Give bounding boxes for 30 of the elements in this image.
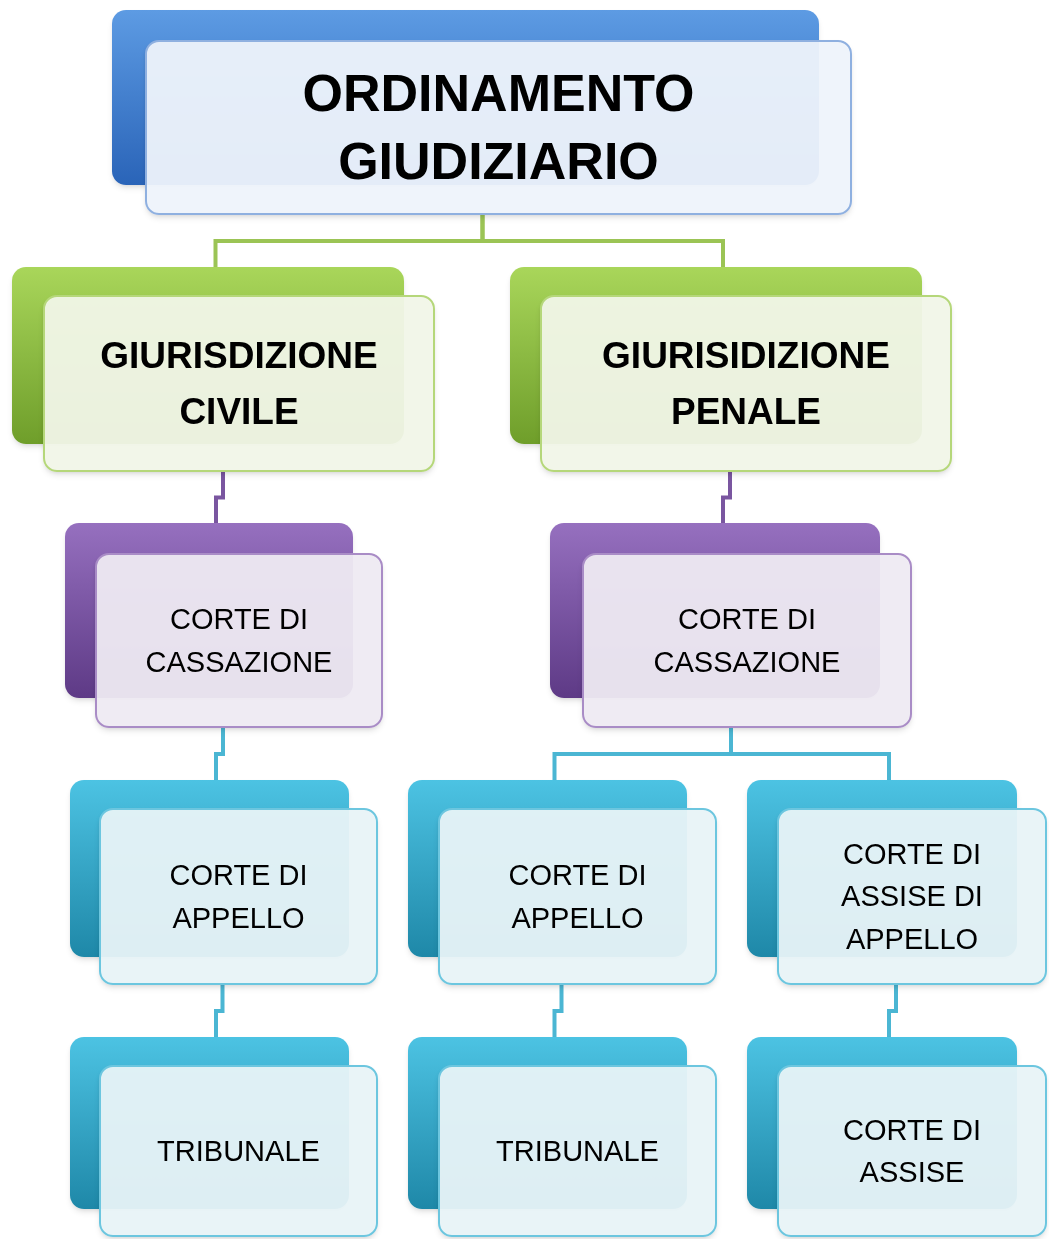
- box-label: CORTE DI ASSISE DI APPELLO: [840, 837, 984, 957]
- org-chart-box: [12, 267, 435, 472]
- box-label: CORTE DI APPELLO: [168, 858, 309, 936]
- box-label: CORTE DI CASSAZIONE: [144, 602, 334, 680]
- org-chart-box: [408, 1037, 717, 1237]
- org-chart-box: [510, 267, 952, 472]
- box-label: GIURISIDIZIONE PENALE: [601, 334, 891, 434]
- box-label: TRIBUNALE: [496, 1133, 659, 1169]
- connector-line: [552, 985, 564, 1037]
- box-label: ORDINAMENTO GIUDIZIARIO: [301, 62, 696, 192]
- connector-line: [721, 472, 732, 523]
- org-chart-box: [112, 10, 852, 215]
- box-label: GIURISDIZIONE CIVILE: [99, 334, 379, 434]
- org-chart-box: [408, 780, 717, 985]
- connector-line: [729, 728, 891, 780]
- org-chart-box: [70, 780, 378, 985]
- box-label: CORTE DI ASSISE: [841, 1112, 982, 1190]
- connector-line: [887, 985, 898, 1037]
- connector-line: [214, 728, 225, 780]
- connector-line: [214, 472, 225, 523]
- org-chart-box: [550, 523, 912, 728]
- connector-line: [480, 215, 725, 267]
- org-chart-box: [747, 1037, 1047, 1237]
- org-chart-box: [70, 1037, 378, 1237]
- org-chart-box: [747, 780, 1047, 985]
- box-label: CORTE DI APPELLO: [507, 858, 648, 936]
- connector-line: [214, 985, 225, 1037]
- box-label: TRIBUNALE: [157, 1133, 320, 1169]
- box-label: CORTE DI CASSAZIONE: [652, 602, 842, 680]
- org-chart-box: [65, 523, 383, 728]
